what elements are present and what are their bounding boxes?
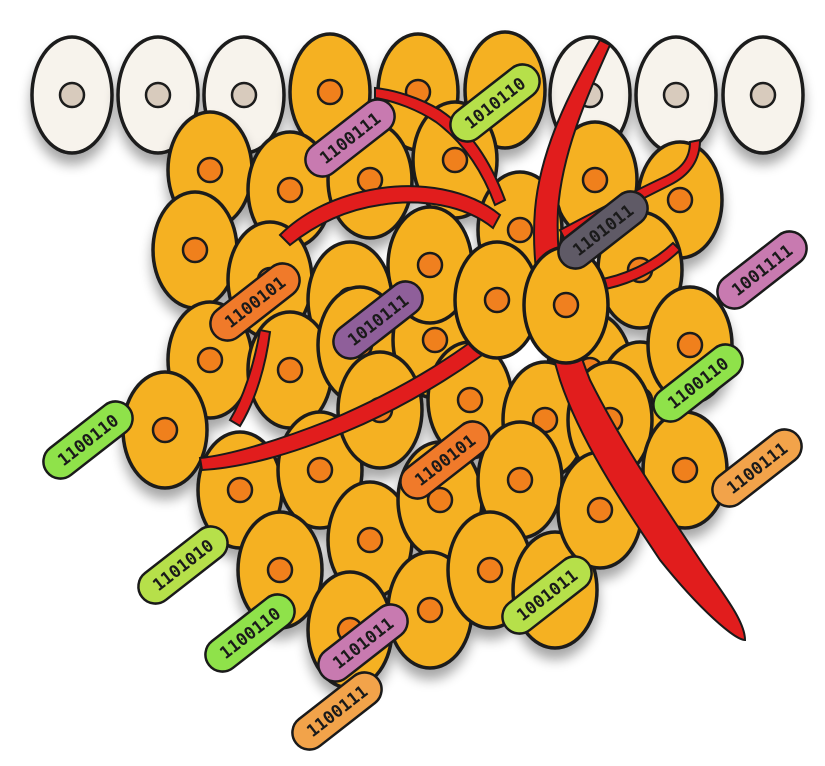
genetic-code-tag: 1001111 [711,225,814,316]
tumor-cell-nucleus [268,558,292,582]
normal-cell-nucleus [232,83,256,107]
tumor-cell-nucleus [423,328,447,352]
tumor-cell-nucleus [183,238,207,262]
tumor-cell [123,372,207,488]
tumor-cell-nucleus [508,468,532,492]
tumor-cell-nucleus [153,418,177,442]
tumor-cell-nucleus [318,80,342,104]
tumor-cell-nucleus [458,388,482,412]
tumor-cell [153,192,237,308]
tumor-cell-nucleus [673,458,697,482]
tumor-cell-nucleus [198,158,222,182]
genetic-code-tag: 1101010 [132,520,235,611]
normal-cell-nucleus [751,83,775,107]
tumor-cell-group [123,32,732,688]
normal-cell [32,37,112,153]
tumor-cell-nucleus [228,478,252,502]
normal-cell-nucleus [60,83,84,107]
tumor-cell-nucleus [278,178,302,202]
tumor-cell-nucleus [678,333,702,357]
tumor-cell-nucleus [478,558,502,582]
tumor-cell-nucleus [583,168,607,192]
tumor-cell-nucleus [554,293,578,317]
tumor-cell-nucleus [358,528,382,552]
tumor-cell-nucleus [668,188,692,212]
tumor-cell-nucleus [485,288,509,312]
normal-cell [636,37,716,153]
tumor-cell-mass [123,32,732,688]
tumor-cell-nucleus [278,358,302,382]
normal-cell-nucleus [664,83,688,107]
normal-cell-nucleus [146,83,170,107]
tumor-cell-nucleus [198,348,222,372]
tumor-cell-nucleus [418,253,442,277]
tumor-cell-nucleus [588,498,612,522]
tumor-cell-nucleus [308,458,332,482]
tumor-cell-nucleus [443,148,467,172]
tumor-cell-nucleus [418,598,442,622]
normal-cell [723,37,803,153]
tumor-cell-nucleus [508,218,532,242]
